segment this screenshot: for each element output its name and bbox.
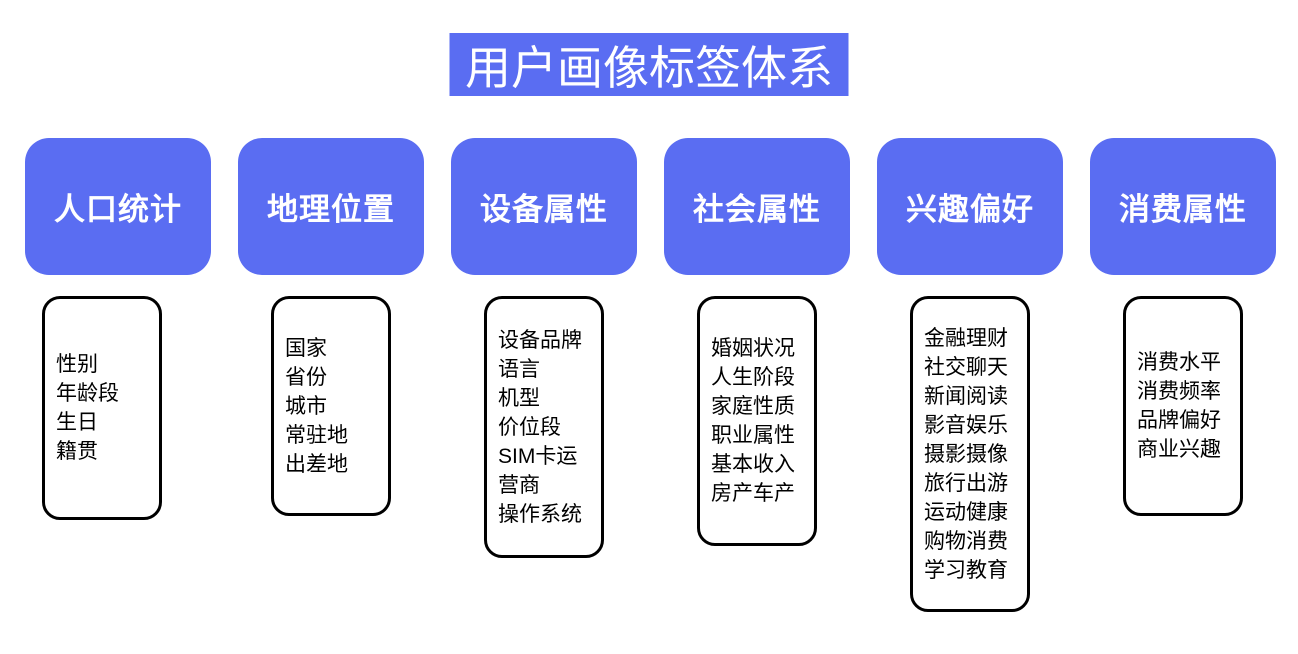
column-social-attributes: 社会属性 婚姻状况人生阶段家庭性质职业属性基本收入房产车产: [664, 138, 850, 546]
tag-item: 出差地: [285, 452, 348, 476]
tag-list-social-attributes: 婚姻状况人生阶段家庭性质职业属性基本收入房产车产: [697, 296, 817, 546]
tag-item: 学习教育: [924, 558, 1008, 582]
tag-list-device-attributes: 设备品牌语言机型价位段 SIM卡运营商操作系统: [484, 296, 604, 558]
tag-item: 品牌偏好: [1137, 409, 1221, 432]
tag-item: 性别: [56, 353, 98, 376]
tag-item: 购物消费: [924, 529, 1008, 553]
tag-item: 新闻阅读: [924, 384, 1008, 408]
tag-item: 消费频率: [1137, 380, 1221, 403]
tag-item: 房产车产: [711, 482, 795, 505]
column-consumption-attributes: 消费属性 消费水平消费频率品牌偏好商业兴趣: [1090, 138, 1276, 516]
tag-item: 社交聊天: [924, 355, 1008, 379]
tag-item: 机型: [498, 386, 540, 410]
category-header-device-attributes: 设备属性: [451, 138, 637, 275]
tag-item: 常驻地: [285, 423, 348, 447]
category-header-geo-location: 地理位置: [238, 138, 424, 275]
tag-item: 旅行出游: [924, 471, 1008, 495]
tag-item: SIM卡运营商: [498, 444, 578, 497]
tag-item: 年龄段: [56, 382, 119, 405]
tag-list-interest-preferences: 金融理财社交聊天新闻阅读影音娱乐摄影摄像旅行出游运动健康购物消费学习教育: [910, 296, 1030, 612]
tag-item: 金融理财: [924, 326, 1008, 350]
tag-list-consumption-attributes: 消费水平消费频率品牌偏好商业兴趣: [1123, 296, 1243, 516]
tag-list-demographics: 性别年龄段生日籍贯: [42, 296, 162, 520]
tag-item: 生日: [56, 411, 98, 434]
tag-item: 设备品牌: [498, 328, 582, 352]
category-header-interest-preferences: 兴趣偏好: [877, 138, 1063, 275]
tag-item: 操作系统: [498, 502, 582, 526]
column-geo-location: 地理位置 国家省份城市常驻地出差地: [238, 138, 424, 516]
tag-list-geo-location: 国家省份城市常驻地出差地: [271, 296, 391, 516]
tag-item: 家庭性质: [711, 395, 795, 418]
column-device-attributes: 设备属性 设备品牌语言机型价位段 SIM卡运营商操作系统: [451, 138, 637, 558]
tag-item: 商业兴趣: [1137, 438, 1221, 461]
tag-item: 语言: [498, 357, 540, 381]
tag-item: 消费水平: [1137, 351, 1221, 374]
tag-item: 价位段: [498, 415, 561, 439]
category-header-social-attributes: 社会属性: [664, 138, 850, 275]
tag-item: 婚姻状况: [711, 337, 795, 360]
column-demographics: 人口统计 性别年龄段生日籍贯: [25, 138, 211, 520]
tag-item: 基本收入: [711, 453, 795, 476]
category-header-consumption-attributes: 消费属性: [1090, 138, 1276, 275]
tag-category-row: 人口统计 性别年龄段生日籍贯 地理位置 国家省份城市常驻地出差地 设备属性 设备…: [25, 138, 1276, 612]
tag-item: 运动健康: [924, 500, 1008, 524]
tag-item: 城市: [285, 394, 327, 418]
tag-item: 人生阶段: [711, 366, 795, 389]
tag-item: 省份: [285, 365, 327, 389]
tag-item: 国家: [285, 336, 327, 360]
column-interest-preferences: 兴趣偏好 金融理财社交聊天新闻阅读影音娱乐摄影摄像旅行出游运动健康购物消费学习教…: [877, 138, 1063, 612]
diagram-title: 用户画像标签体系: [449, 33, 849, 96]
tag-item: 摄影摄像: [924, 442, 1008, 466]
tag-item: 籍贯: [56, 440, 98, 463]
category-header-demographics: 人口统计: [25, 138, 211, 275]
tag-item: 职业属性: [711, 424, 795, 447]
tag-item: 影音娱乐: [924, 413, 1008, 437]
